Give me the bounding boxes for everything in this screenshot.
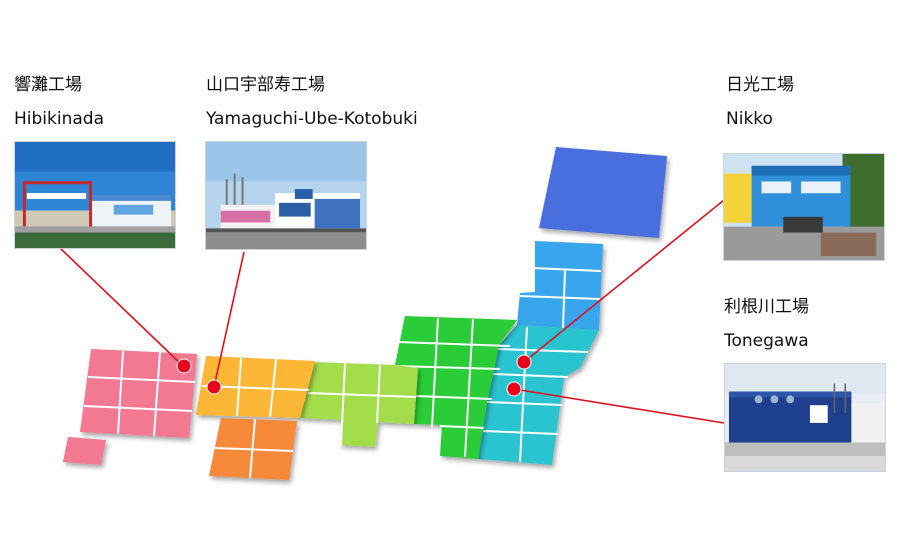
factory-photo-hibikinada[interactable]	[14, 141, 176, 249]
factory-name-jp: 山口宇部寿工場	[206, 75, 325, 95]
factory-photo-yamaguchi[interactable]	[205, 141, 367, 250]
factory-photo-nikko-icon	[724, 154, 884, 260]
label-yamaguchi: 山口宇部寿工場 Yamaguchi-Ube-Kotobuki	[206, 74, 418, 130]
region-kyushu	[80, 349, 197, 438]
label-hibikinada: 響灘工場 Hibikinada	[14, 74, 104, 130]
factory-name-en: Tonegawa	[724, 331, 809, 351]
leader-line-nikko	[523, 199, 725, 363]
factory-marker-hibikinada[interactable]	[176, 358, 192, 374]
factory-name-jp: 利根川工場	[724, 297, 809, 317]
region-tohoku	[517, 241, 603, 330]
region-hokkaido	[539, 147, 667, 238]
leader-line-tonegawa	[513, 388, 725, 424]
label-tonegawa: 利根川工場 Tonegawa	[724, 296, 809, 352]
factory-name-en: Yamaguchi-Ube-Kotobuki	[206, 109, 418, 129]
factory-name-en: Nikko	[726, 109, 773, 129]
factory-photo-tonegawa-icon	[725, 364, 885, 471]
region-kansai	[300, 362, 418, 447]
factory-name-en: Hibikinada	[14, 109, 104, 129]
factory-name-jp: 日光工場	[726, 75, 794, 95]
leader-line-yamaguchi	[213, 251, 245, 388]
label-nikko: 日光工場 Nikko	[726, 74, 794, 130]
factory-photo-yamaguchi-icon	[206, 142, 366, 249]
region-okinawa	[63, 437, 106, 465]
region-kanto	[478, 325, 599, 465]
factory-photo-nikko[interactable]	[723, 153, 885, 261]
factory-marker-yamaguchi[interactable]	[206, 379, 222, 395]
factory-marker-tonegawa[interactable]	[506, 381, 522, 397]
factory-photo-hibikinada-icon	[15, 142, 175, 248]
factory-name-jp: 響灘工場	[14, 75, 82, 95]
leader-line-hibikinada	[59, 247, 184, 367]
factory-marker-nikko[interactable]	[516, 354, 532, 370]
factory-photo-tonegawa[interactable]	[724, 363, 886, 472]
region-chubu	[395, 316, 517, 459]
